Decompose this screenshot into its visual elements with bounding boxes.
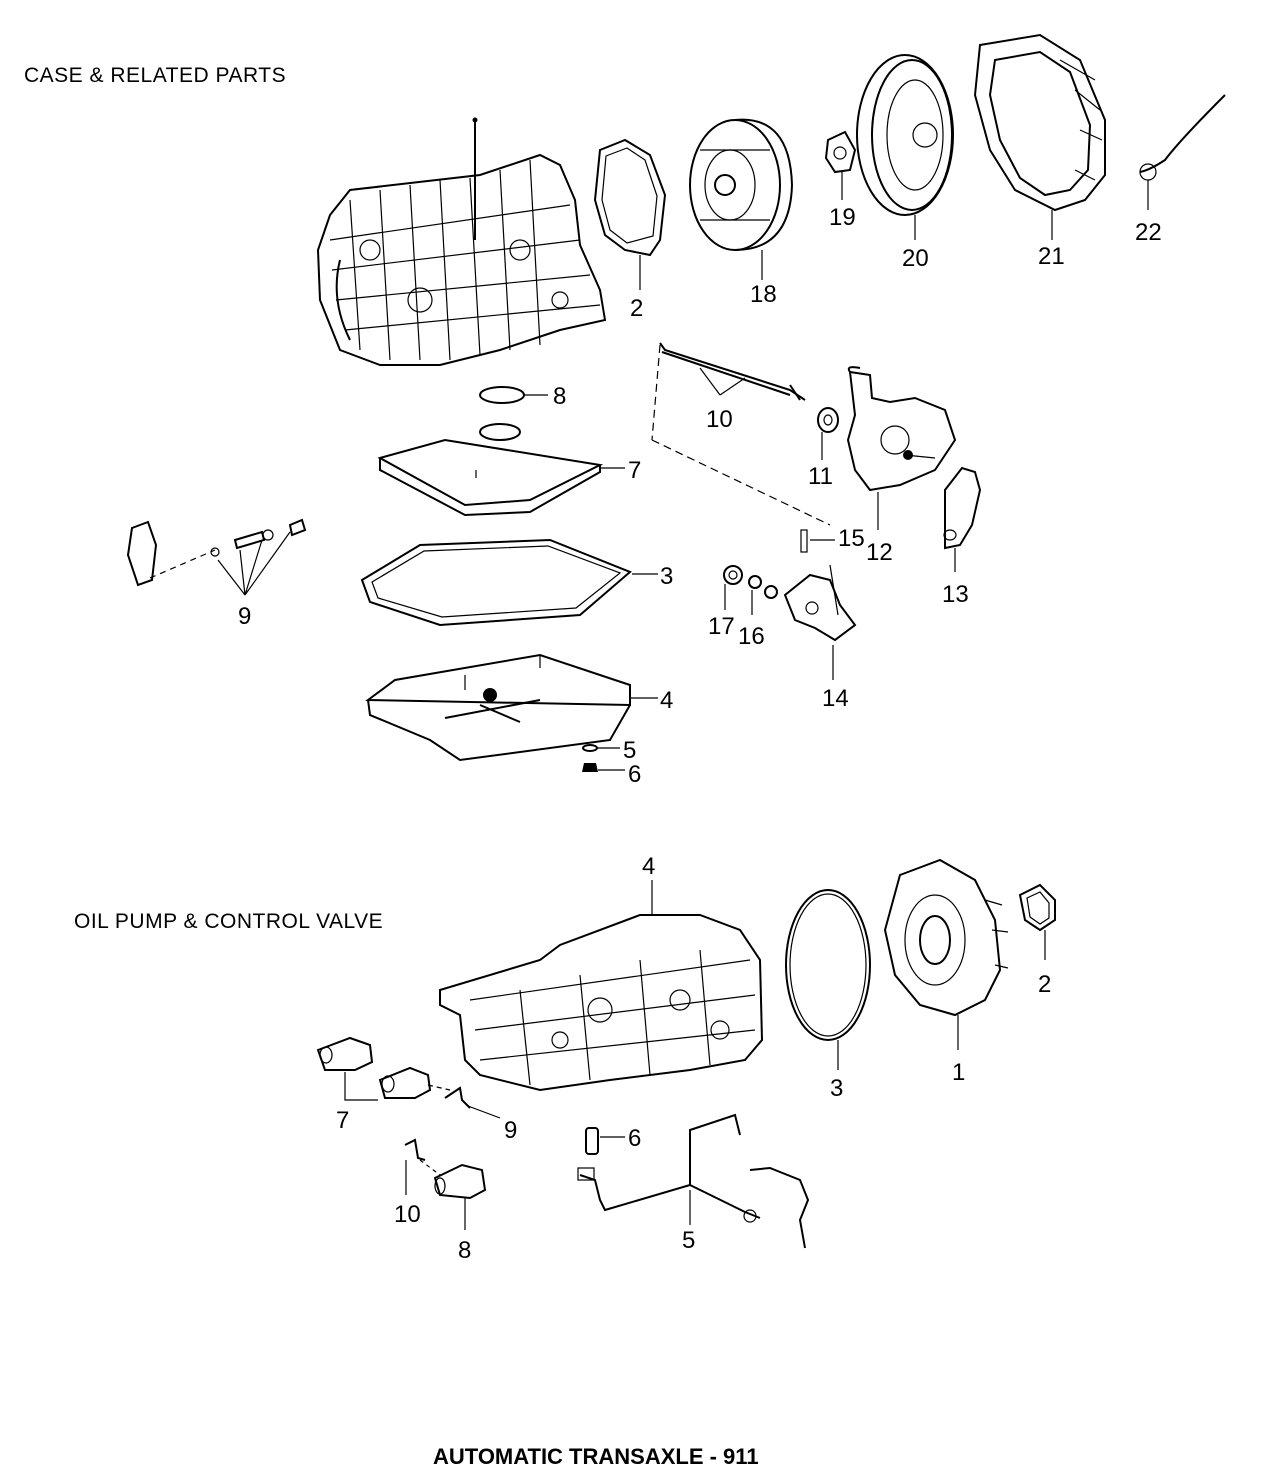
callout-13: 13: [942, 581, 969, 608]
o-ring-8-drawing: [479, 386, 548, 404]
solenoid-7-drawing: [316, 1036, 451, 1101]
clip-10-drawing: [404, 1138, 426, 1195]
pump-callouts: 4 2 1 3 7 9 6 10 8 5: [336, 853, 1051, 1264]
diagram-footer-title: AUTOMATIC TRANSAXLE - 911: [433, 1444, 759, 1469]
callout-18: 18: [750, 281, 777, 308]
callout-17: 17: [708, 613, 735, 640]
pan-gasket-3-drawing: [360, 538, 658, 627]
drain-washer-5-drawing: [582, 744, 620, 752]
callout-16: 16: [738, 623, 765, 650]
o-ring-3-drawing: [785, 889, 871, 1070]
oil-pan-4-drawing: [365, 653, 658, 762]
callout-14: 14: [822, 685, 849, 712]
callout-19: 19: [829, 204, 856, 231]
drive-plate-19-drawing: [824, 130, 857, 200]
neutral-switch-12-drawing: [846, 366, 957, 530]
case-callouts: 2 18 19 20 21 22 8 7 10 11 12 13 15 3 9 …: [238, 204, 1162, 788]
washer-16-drawing: [748, 575, 778, 615]
oil-filter-7-drawing: [377, 423, 625, 517]
callout-4: 4: [660, 687, 673, 714]
callout-12: 12: [866, 539, 893, 566]
gasket-2-drawing: [593, 138, 667, 290]
callout-8: 8: [553, 383, 566, 410]
callout-22: 22: [1135, 219, 1162, 246]
callout-10b: 10: [394, 1201, 421, 1228]
nut-17-drawing: [723, 565, 743, 610]
callout-5b: 5: [682, 1227, 695, 1254]
callout-21: 21: [1038, 243, 1065, 270]
flywheel-20-drawing: [856, 54, 954, 240]
callout-5: 5: [623, 737, 636, 764]
callout-20: 20: [902, 245, 929, 272]
bracket-13-drawing: [943, 466, 982, 572]
pin-15-drawing: [800, 529, 835, 553]
harness-5-drawing: [577, 1113, 810, 1249]
callout-2b: 2: [1038, 971, 1051, 998]
callout-15: 15: [838, 525, 865, 552]
screen-6-drawing: [585, 1127, 625, 1155]
callout-6b: 6: [628, 1125, 641, 1152]
callout-9b: 9: [504, 1117, 517, 1144]
section-title-oil-pump-control-valve: OIL PUMP & CONTROL VALVE: [74, 910, 384, 933]
callout-8b: 8: [458, 1237, 471, 1264]
clip-9-drawing: [444, 1086, 501, 1119]
washer-11-drawing: [817, 407, 839, 460]
callout-3: 3: [660, 563, 673, 590]
torque-converter-18-drawing: [689, 118, 794, 280]
solenoid-8-drawing: [419, 1159, 487, 1230]
shift-shaft-10-drawing: [651, 342, 831, 526]
callout-7b: 7: [336, 1107, 349, 1134]
drain-bolt-6-drawing: [582, 763, 625, 772]
seal-2-drawing: [1018, 883, 1056, 960]
callout-4b: 4: [642, 853, 655, 880]
oil-pump-1-drawing: [883, 858, 1009, 1050]
cable-22-drawing: [1139, 94, 1226, 210]
lever-14-drawing: [783, 564, 857, 680]
clip-pins-9-drawing: [126, 518, 307, 596]
converter-housing-21-drawing: [973, 33, 1106, 240]
transaxle-case-drawing: [316, 117, 607, 366]
callout-6: 6: [628, 761, 641, 788]
callout-2: 2: [630, 295, 643, 322]
callout-11: 11: [808, 463, 833, 490]
callout-9: 9: [238, 603, 251, 630]
callout-7: 7: [628, 457, 641, 484]
section-title-case-related-parts: CASE & RELATED PARTS: [24, 64, 287, 87]
callout-1b: 1: [952, 1059, 965, 1086]
callout-3b: 3: [830, 1075, 843, 1102]
callout-10: 10: [706, 406, 733, 433]
valve-body-4-drawing: [439, 880, 764, 1092]
